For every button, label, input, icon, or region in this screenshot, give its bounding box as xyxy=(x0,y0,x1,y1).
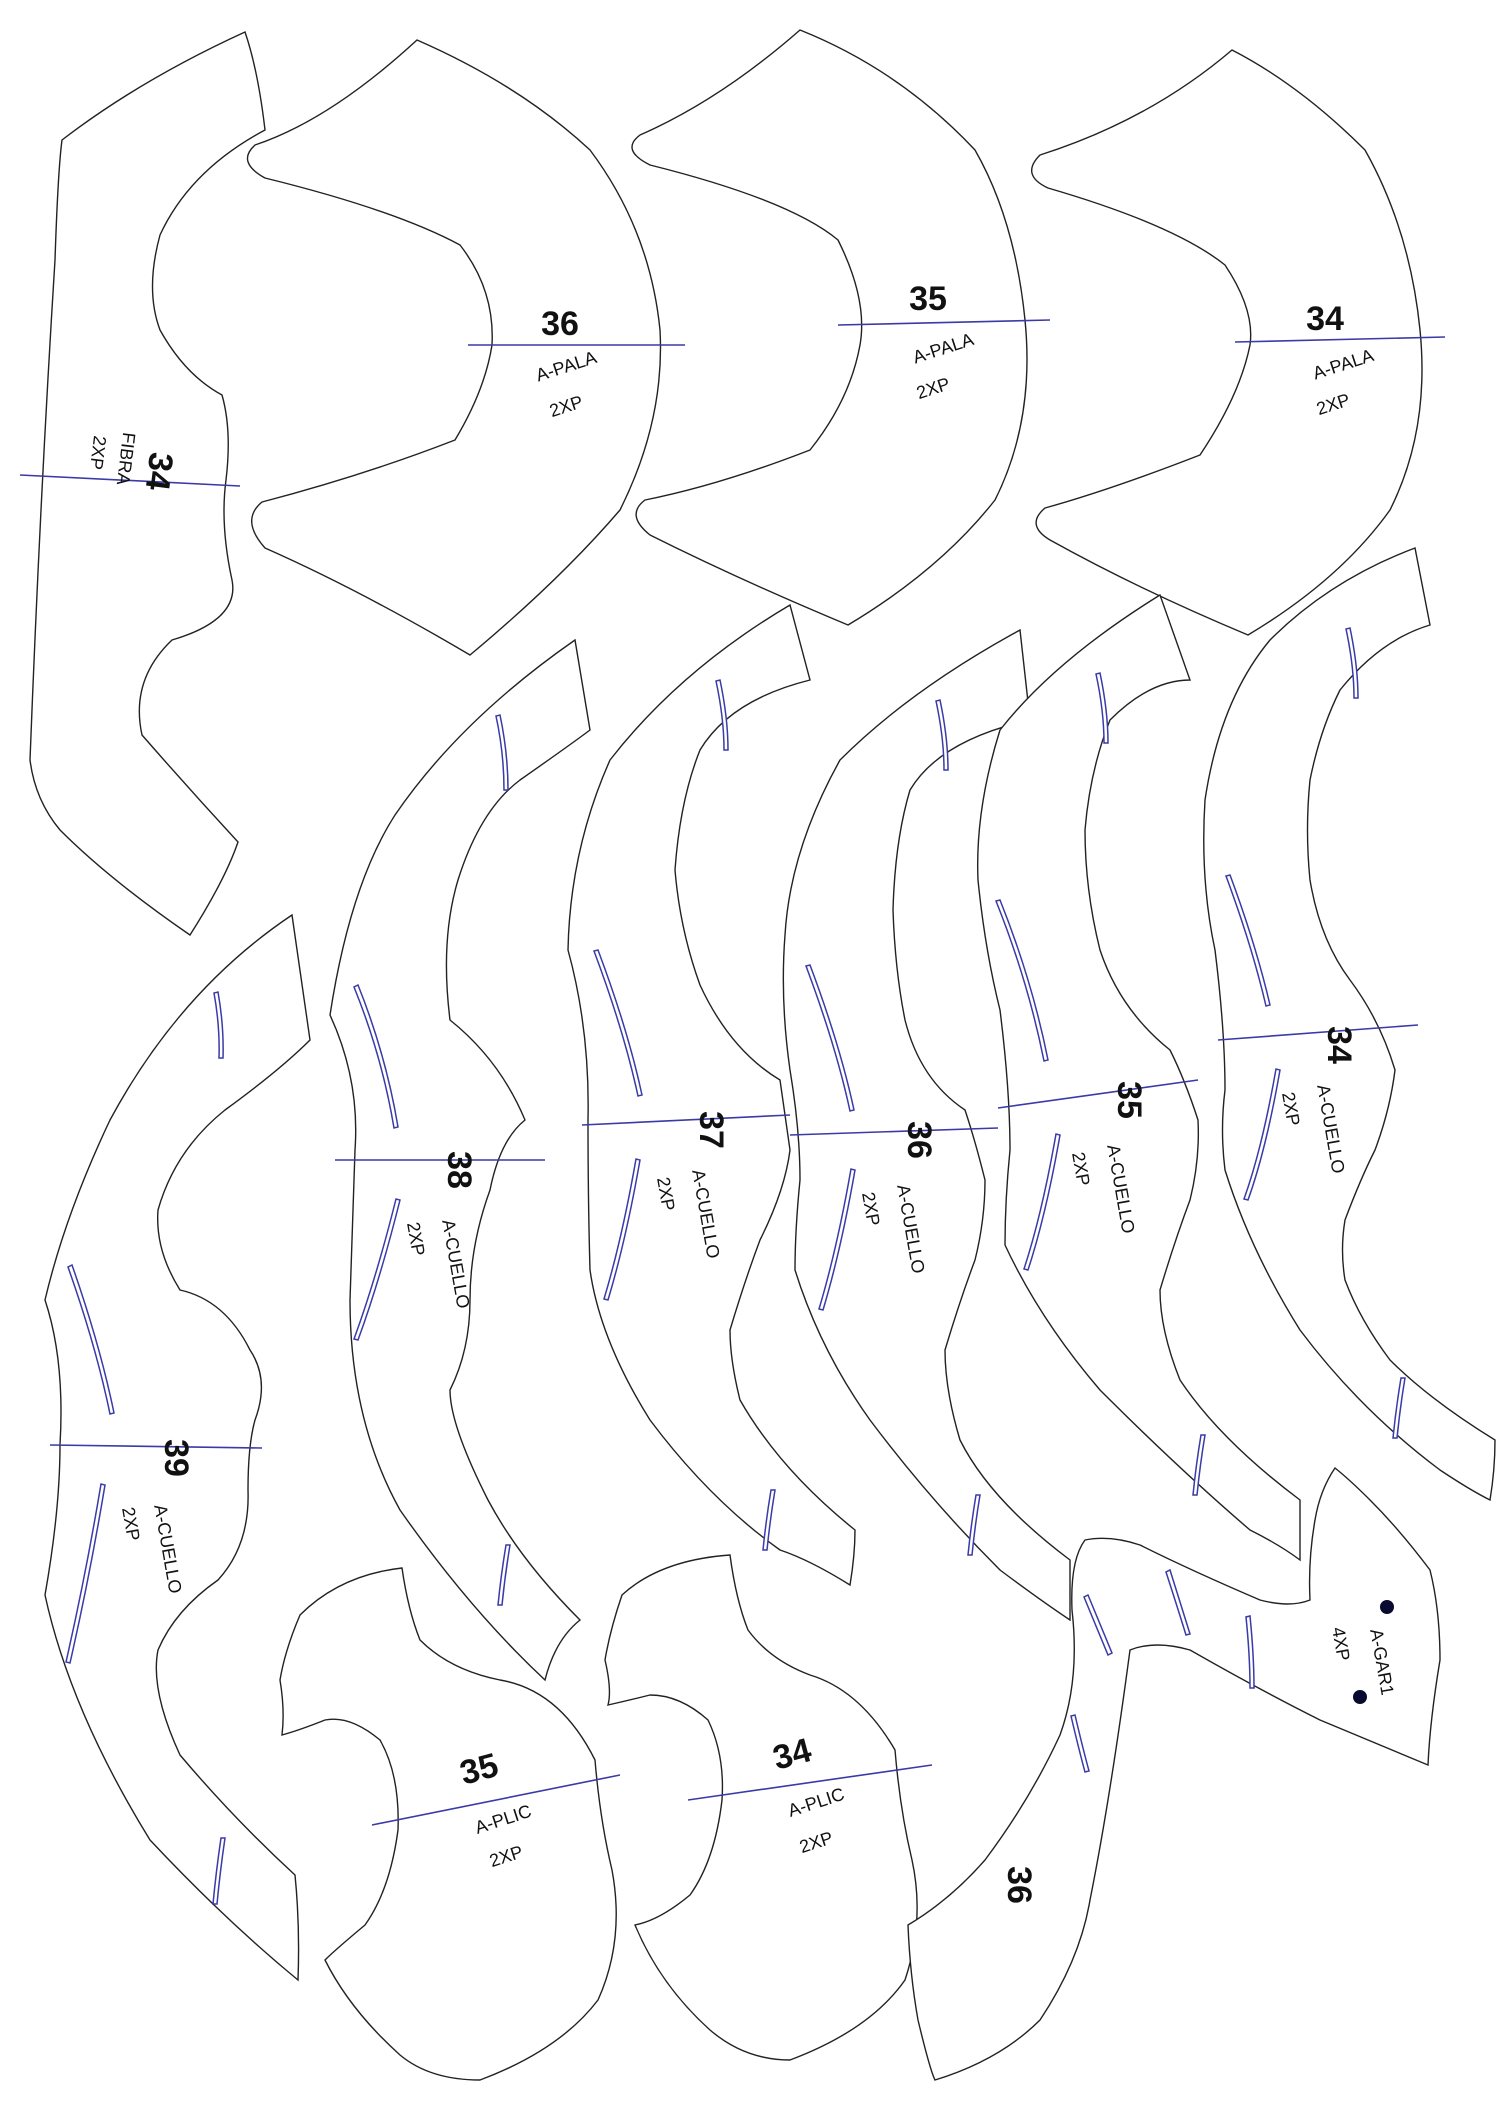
size-label: 36 xyxy=(900,1121,938,1159)
size-label: 37 xyxy=(692,1111,730,1149)
piece-cuello-35: 35 A-CUELLO 2XP xyxy=(977,593,1301,1562)
size-label: 35 xyxy=(1110,1081,1148,1119)
piece-cuello-34: 34 A-CUELLO 2XP xyxy=(1203,547,1496,1502)
piece-cuello-39: 39 A-CUELLO 2XP xyxy=(44,913,311,1982)
size-label: 39 xyxy=(157,1439,195,1477)
piece-cuello-36: 36 A-CUELLO 2XP xyxy=(782,628,1071,1622)
size-label: 34 xyxy=(138,450,180,492)
size-label: 34 xyxy=(1320,1026,1358,1064)
piece-pala-35: 35 A-PALA 2XP xyxy=(631,29,1051,626)
piece-cuello-38: 38 A-CUELLO 2XP xyxy=(329,638,591,1682)
quantity: 2XP xyxy=(86,435,110,471)
piece-pala-36: 36 A-PALA 2XP xyxy=(246,39,685,656)
piece-cuello-37: 37 A-CUELLO 2XP xyxy=(567,603,856,1587)
piece-plic-34: 34 A-PLIC 2XP xyxy=(604,1554,933,2061)
piece-fibra-34: 34 FIBRA 2XP xyxy=(19,31,266,936)
size-label: 34 xyxy=(1306,300,1344,338)
size-label: 36 xyxy=(1000,1866,1038,1904)
piece-pala-34: 34 A-PALA 2XP xyxy=(1031,49,1446,636)
size-label: 35 xyxy=(909,280,947,318)
piece-plic-35: 35 A-PLIC 2XP xyxy=(279,1567,621,2081)
size-label: 36 xyxy=(541,305,579,343)
size-label: 38 xyxy=(440,1151,478,1189)
piece-gar-36: 36 A-GAR1 4XP xyxy=(907,1466,1441,2081)
